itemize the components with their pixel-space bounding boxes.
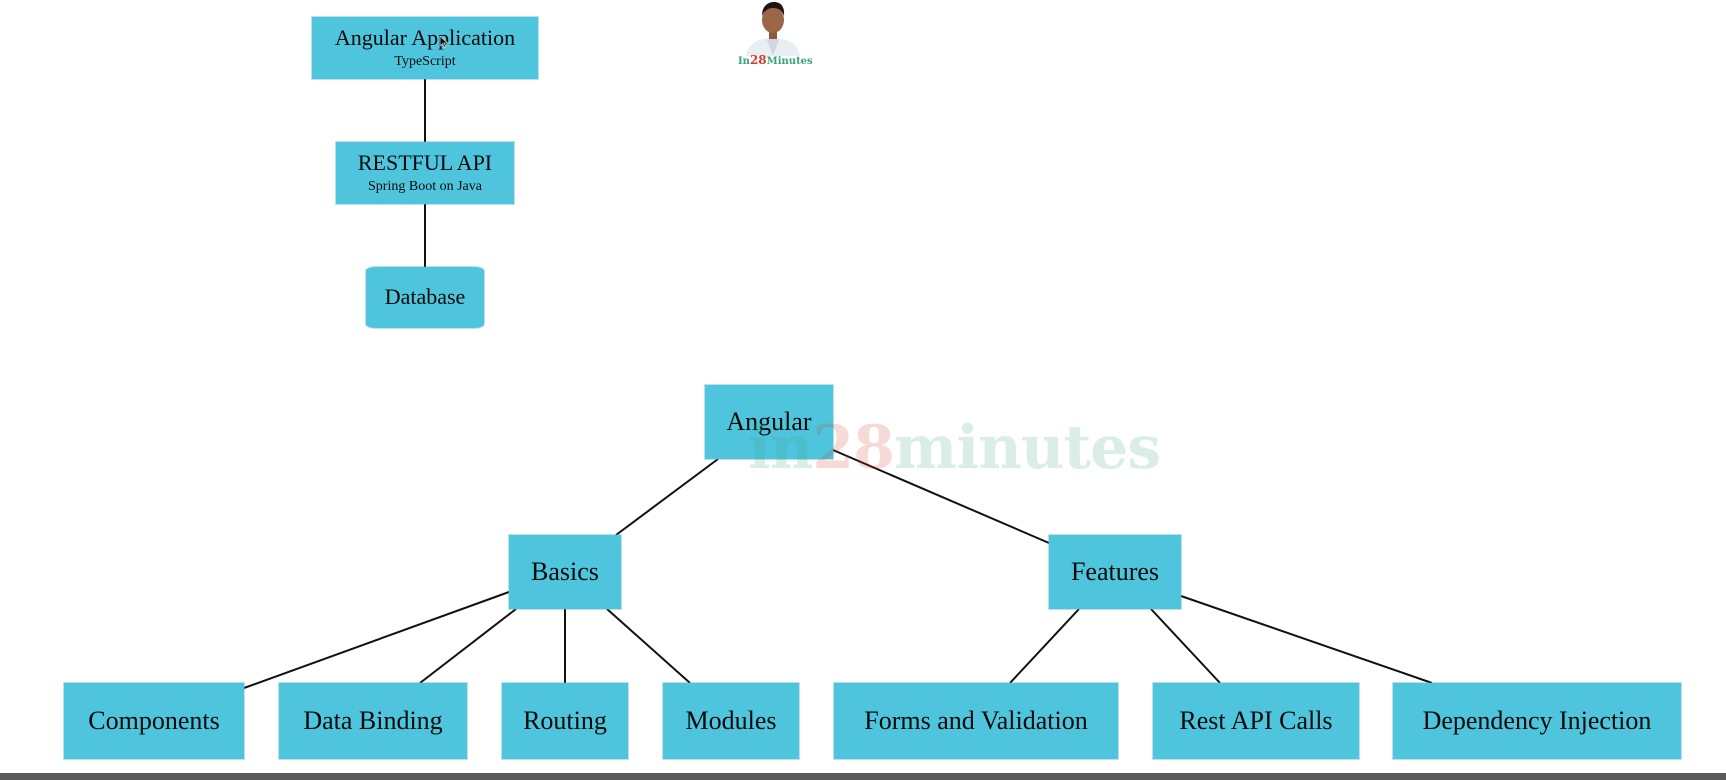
rest-api-calls-label: Rest API Calls [1179,705,1333,735]
presenter-thumbnail: In28Minutes [738,0,813,70]
logo-part-minutes: Minutes [766,56,813,67]
connector-basics-modules [606,608,691,684]
angular-application-title: Angular Application [334,24,516,50]
connector-features-di [1180,595,1433,684]
forms-and-validation-node: Forms and Validation [834,683,1118,759]
angular-application-node: Angular Application TypeScript [312,17,538,79]
modules-label: Modules [685,705,777,735]
mouse-cursor-icon [440,36,448,48]
connector-angular-basics [615,458,719,536]
logo-part-in: In [738,56,750,67]
connector-basics-databinding [419,608,517,684]
angular-root-node: Angular [705,385,833,459]
rest-api-calls-node: Rest API Calls [1153,683,1359,759]
restful-api-title: RESTFUL API [357,149,493,175]
connector-basics-components [243,591,510,689]
dependency-injection-label: Dependency Injection [1422,705,1652,735]
database-node: Database [366,267,484,328]
database-title: Database [384,284,466,310]
routing-label: Routing [523,705,607,735]
connector-angular-features [832,449,1050,544]
restful-api-subtitle: Spring Boot on Java [368,178,482,194]
dependency-injection-node: Dependency Injection [1393,683,1681,759]
features-node: Features [1049,535,1181,609]
features-label: Features [1070,556,1160,586]
basics-label: Basics [531,556,599,586]
in28minutes-logo: In28Minutes [738,53,813,67]
angular-application-subtitle: TypeScript [394,53,456,69]
routing-node: Routing [502,683,628,759]
data-binding-node: Data Binding [279,683,467,759]
connector-features-forms [1009,608,1080,684]
forms-and-validation-label: Forms and Validation [864,705,1088,735]
angular-root-label: Angular [726,406,812,436]
basics-node: Basics [509,535,621,609]
restful-api-node: RESTFUL API Spring Boot on Java [336,142,514,204]
data-binding-label: Data Binding [303,705,443,735]
components-node: Components [64,683,244,759]
logo-part-28: 28 [749,53,767,67]
connector-features-restcalls [1150,608,1221,684]
components-label: Components [88,705,220,735]
video-progress-bar[interactable] [0,773,1726,780]
presenter-avatar-icon [738,0,808,56]
modules-node: Modules [663,683,799,759]
